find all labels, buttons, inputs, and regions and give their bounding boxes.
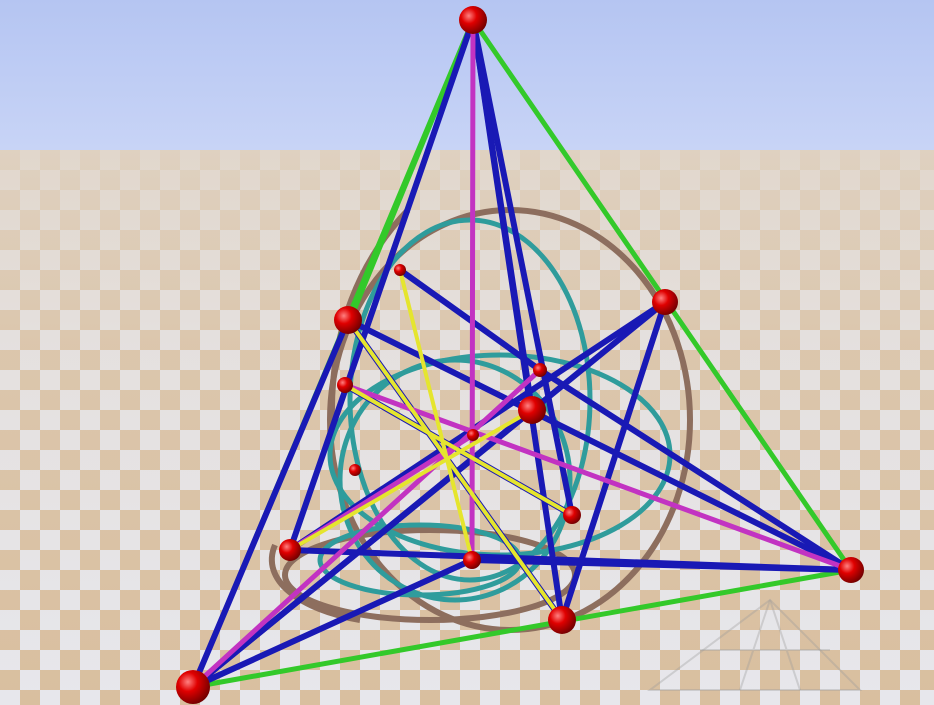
vertex-center xyxy=(518,396,546,424)
vertex-edge-left xyxy=(334,306,362,334)
vertex-inner-3 xyxy=(563,506,581,524)
vertex-inner-4 xyxy=(463,551,481,569)
vertex-bottom xyxy=(548,606,576,634)
vertex-top xyxy=(459,6,487,34)
vertex-balls xyxy=(176,6,864,704)
vertex-edge-right xyxy=(652,289,678,315)
yellow-edges xyxy=(288,268,574,622)
vertex-inner-2 xyxy=(533,363,547,377)
vertex-right xyxy=(838,557,864,583)
vertex-inner-5 xyxy=(394,264,406,276)
vertex-centroid xyxy=(467,429,479,441)
vertex-left xyxy=(176,670,210,704)
vertex-inner-1 xyxy=(337,377,353,393)
vertex-inner-6 xyxy=(349,464,361,476)
floor-shadow xyxy=(647,598,863,691)
vertex-mid-left xyxy=(279,539,301,561)
